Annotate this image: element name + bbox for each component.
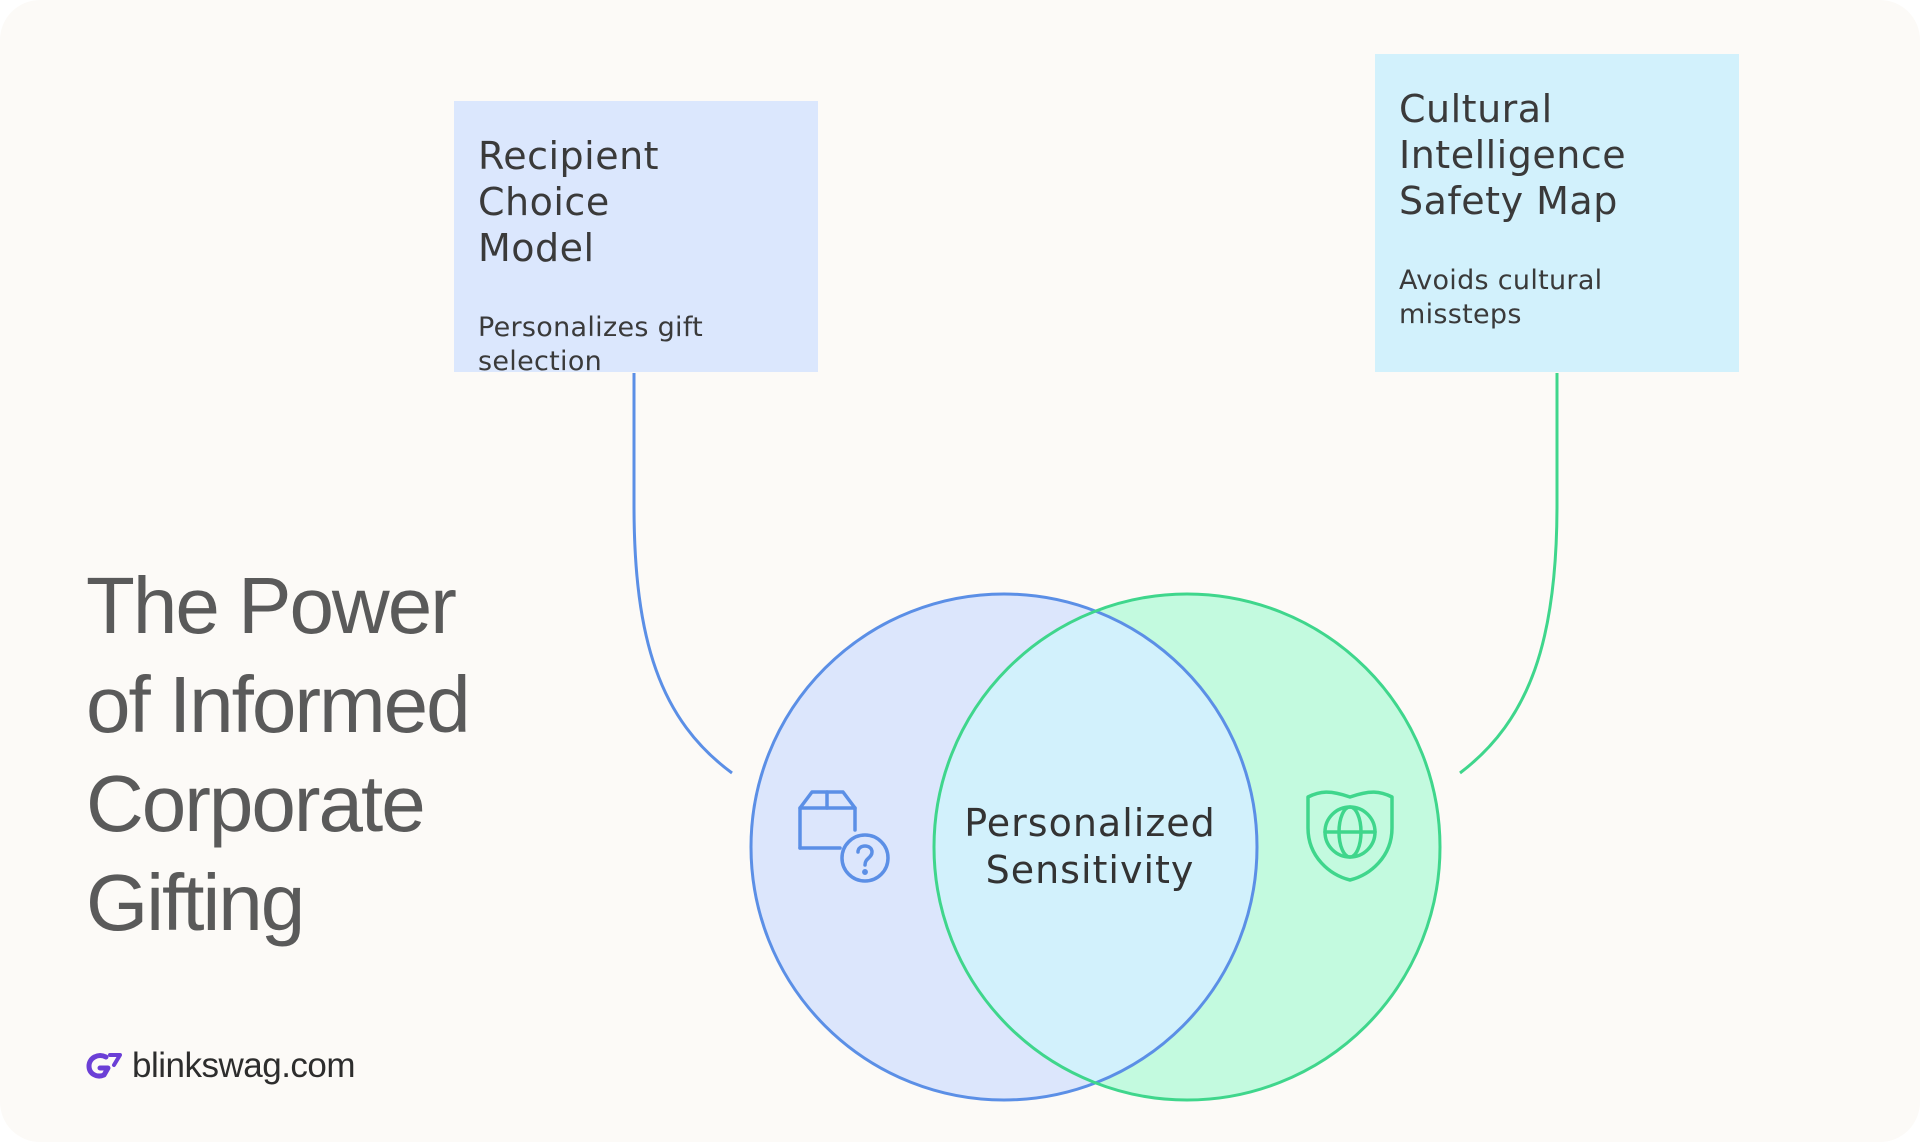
recipient-choice-title: Recipient Choice Model (478, 133, 794, 271)
recipient-choice-card: Recipient Choice Model Personalizes gift… (454, 101, 818, 377)
recipient-choice-desc-line2: selection (478, 346, 603, 377)
page-title: The Power of Informed Corporate Gifting (86, 556, 586, 952)
page-title-line1: The Power (86, 561, 457, 650)
page-title-line2: of Informed (86, 660, 471, 749)
venn-center-label-line1: Personalized (964, 801, 1216, 845)
connector-left-line (632, 373, 733, 775)
brand-text[interactable]: blinkswag.com (132, 1046, 356, 1085)
venn-right-circle-outline (932, 592, 1442, 1102)
recipient-choice-desc-line1: Personalizes gift (478, 312, 704, 343)
cultural-intelligence-title-line3: Safety Map (1399, 179, 1618, 223)
venn-center-label: Personalized Sensitivity (940, 800, 1240, 894)
recipient-choice-title-line2: Model (478, 226, 595, 270)
cultural-intelligence-desc-line2: missteps (1399, 299, 1522, 330)
brand-footer: blinkswag.com (86, 1044, 356, 1088)
venn-overlap-fill (934, 594, 1257, 1100)
gift-box-question-icon (798, 790, 890, 883)
page-title-line4: Gifting (86, 858, 305, 947)
cultural-intelligence-desc-line1: Avoids cultural (1399, 265, 1603, 296)
cultural-intelligence-description: Avoids cultural missteps (1399, 264, 1715, 332)
cultural-intelligence-title: Cultural Intelligence Safety Map (1399, 86, 1715, 224)
cultural-intelligence-title-line2: Intelligence (1399, 133, 1627, 177)
recipient-choice-description: Personalizes gift selection (478, 311, 794, 379)
venn-center-label-line2: Sensitivity (985, 848, 1195, 892)
venn-left-circle-outline (749, 592, 1259, 1102)
blinkswag-logo-icon (86, 1053, 122, 1079)
cultural-intelligence-title-line1: Cultural (1399, 87, 1553, 131)
shield-globe-icon (1306, 790, 1394, 882)
page-title-line3: Corporate (86, 759, 426, 848)
recipient-choice-title-line1: Recipient Choice (478, 134, 660, 224)
connector-right-line (1459, 373, 1559, 775)
cultural-intelligence-card: Cultural Intelligence Safety Map Avoids … (1375, 54, 1739, 372)
